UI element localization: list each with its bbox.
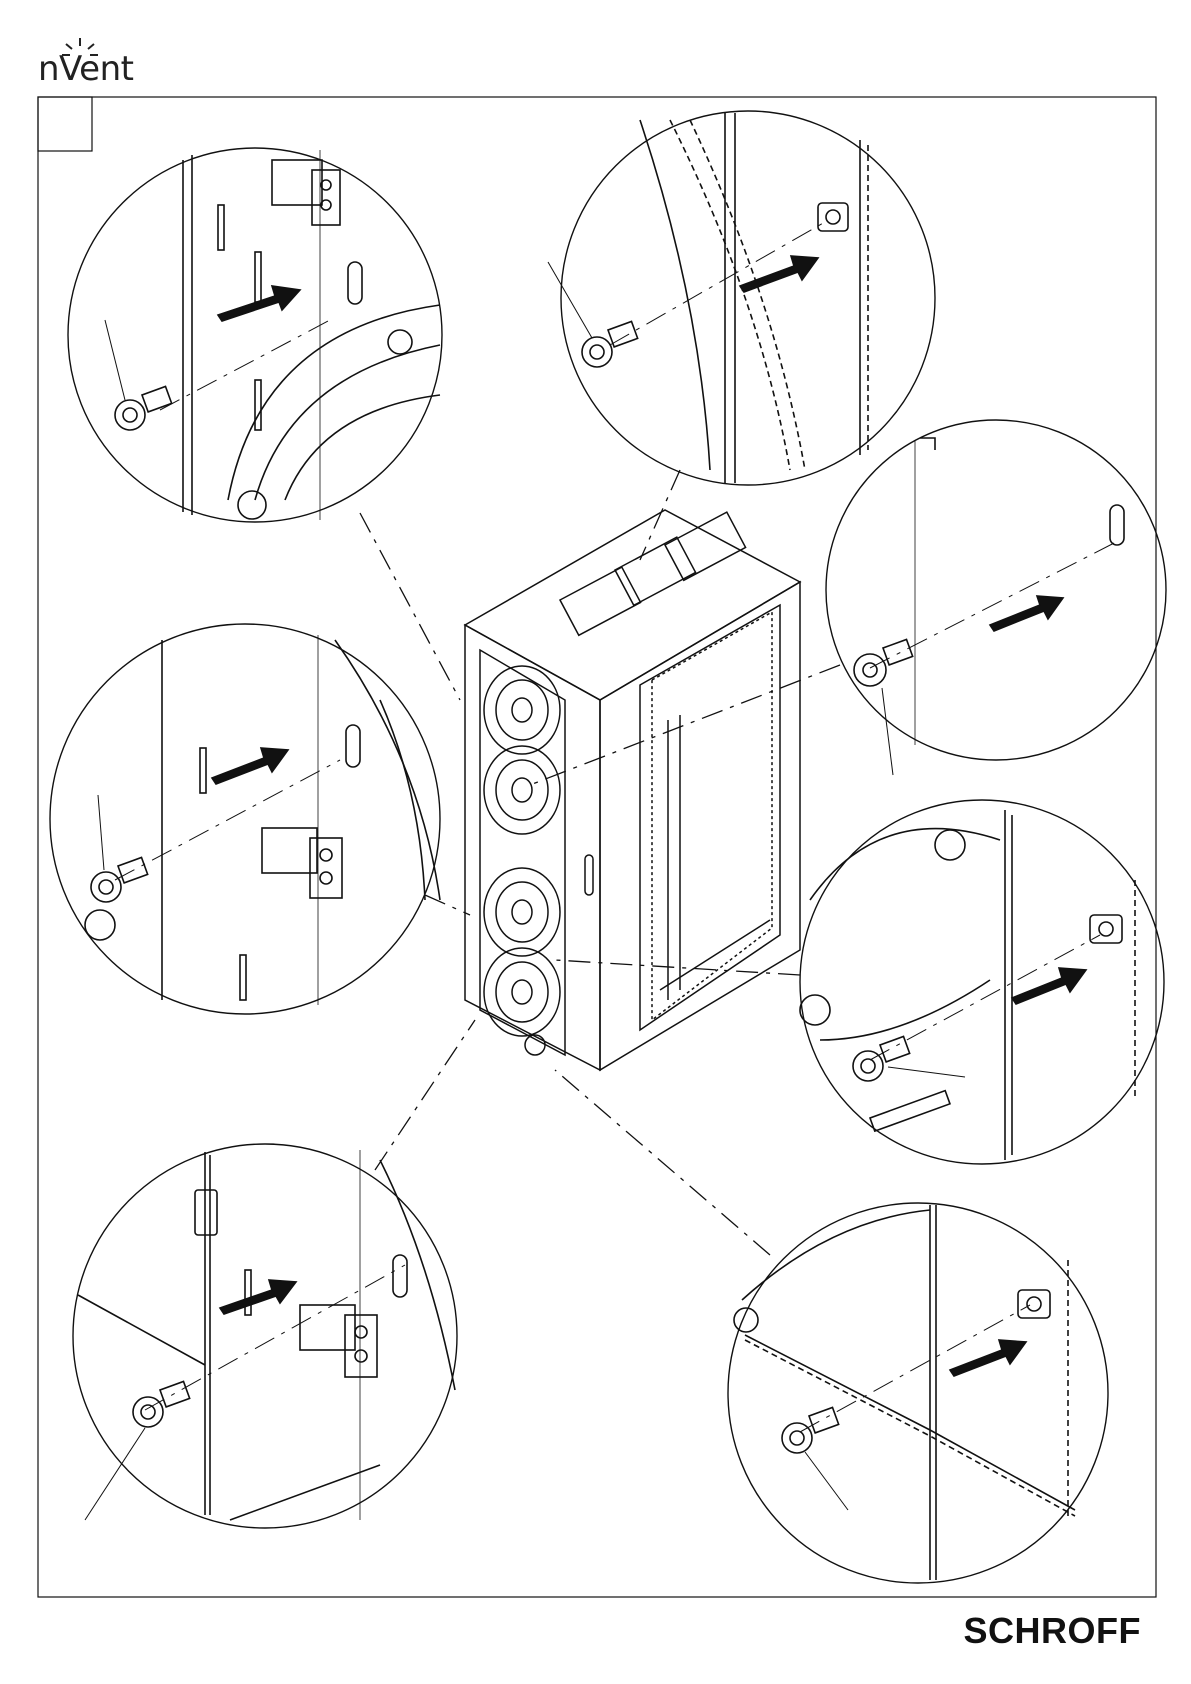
insert-arrow-icon xyxy=(1012,968,1086,1004)
cage-nut-icon xyxy=(818,203,848,231)
insert-arrow-icon xyxy=(220,1280,296,1314)
screw-icon xyxy=(782,1407,839,1453)
washer-icon xyxy=(85,910,115,940)
detail-view-middle-right xyxy=(826,420,1166,775)
rack-cabinet xyxy=(465,510,800,1070)
step-number-box xyxy=(38,97,92,151)
screw-icon xyxy=(91,857,148,902)
detail-view-middle-left xyxy=(50,624,440,1014)
connector-icon xyxy=(272,160,340,225)
detail-view-top-left xyxy=(68,148,442,522)
screw-icon xyxy=(854,639,913,686)
insert-arrow-icon xyxy=(950,1340,1026,1376)
schroff-brand: SCHROFF xyxy=(964,1610,1142,1652)
insert-arrow-icon xyxy=(218,286,300,321)
fan-icon xyxy=(484,948,560,1036)
detail-view-lower-right xyxy=(800,800,1164,1164)
fan-tray xyxy=(480,650,565,1055)
fan-icon xyxy=(484,666,560,754)
insert-arrow-icon xyxy=(740,256,818,292)
cage-nut-icon xyxy=(1018,1290,1050,1318)
screw-icon xyxy=(133,1381,190,1427)
fan-icon xyxy=(484,868,560,956)
connector-icon xyxy=(300,1305,377,1377)
detail-view-bottom-left xyxy=(73,1144,457,1528)
connector-icon xyxy=(262,828,342,898)
screw-icon xyxy=(853,1036,910,1081)
fan-icon xyxy=(484,746,560,834)
nvent-logo-text: nVent xyxy=(38,52,133,86)
insert-arrow-icon xyxy=(212,748,288,784)
detail-view-top-right xyxy=(548,111,935,485)
cage-nut-icon xyxy=(1090,915,1122,943)
detail-view-bottom-right xyxy=(728,1203,1108,1583)
screw-icon xyxy=(582,321,638,367)
